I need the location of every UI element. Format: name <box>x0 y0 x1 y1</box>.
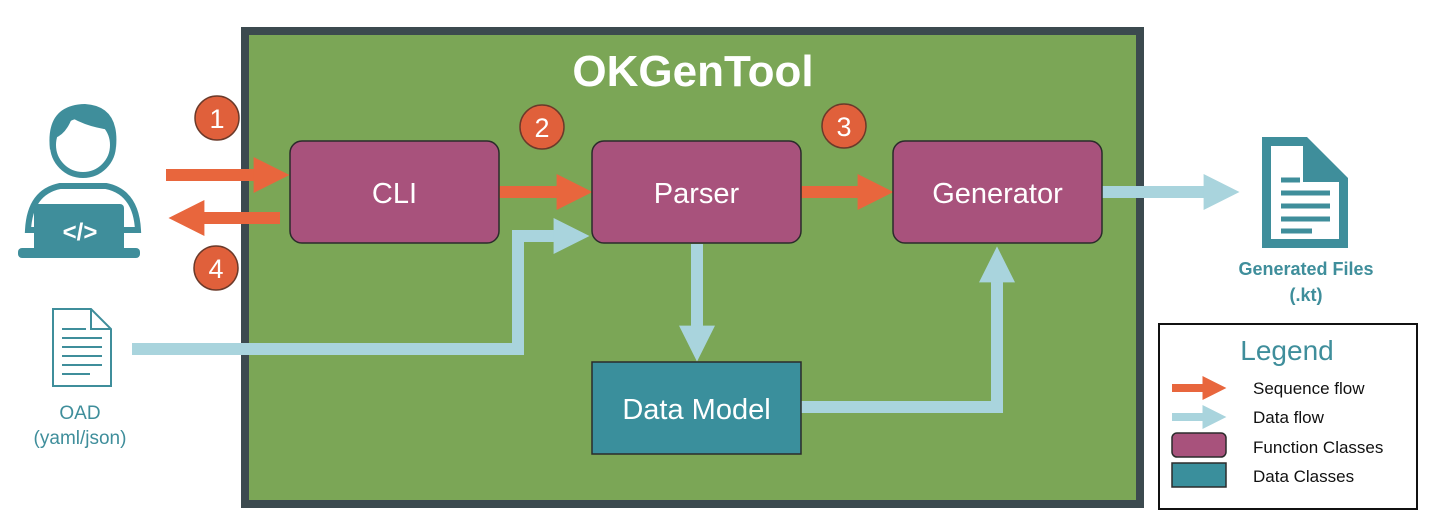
legend-item-data-flow: Data flow <box>1253 408 1325 427</box>
node-generator: Generator <box>892 140 1103 244</box>
code-glyph: </> <box>63 219 98 246</box>
container-title: OKGenTool <box>572 47 813 96</box>
legend-title: Legend <box>1240 335 1333 366</box>
output-file-label-line1: Generated Files <box>1238 259 1373 279</box>
input-document-icon <box>52 308 112 387</box>
svg-text:1: 1 <box>209 104 224 134</box>
svg-text:2: 2 <box>534 113 549 143</box>
step-badge-4: 4 <box>193 245 239 291</box>
step-badge-1: 1 <box>194 95 240 141</box>
legend-function-class-swatch <box>1171 432 1227 458</box>
legend-data-class-swatch <box>1171 462 1227 488</box>
svg-text:3: 3 <box>836 112 851 142</box>
legend-item-data-classes: Data Classes <box>1253 467 1354 486</box>
legend-item-sequence-flow: Sequence flow <box>1253 379 1365 398</box>
legend: Legend Sequence flow Data flow Function … <box>1158 323 1418 510</box>
developer-laptop-icon: </> <box>18 104 142 258</box>
input-file-label-line1: OAD <box>59 403 100 424</box>
step-badge-2: 2 <box>519 104 565 150</box>
legend-item-function-classes: Function Classes <box>1253 438 1383 457</box>
node-parser-label: Parser <box>654 178 740 210</box>
output-document-icon <box>1262 137 1348 248</box>
node-generator-label: Generator <box>932 178 1063 210</box>
node-data-model-label: Data Model <box>622 394 770 426</box>
output-file-label-line2: (.kt) <box>1290 285 1323 305</box>
node-parser: Parser <box>591 140 802 244</box>
step-badge-3: 3 <box>821 103 867 149</box>
node-data-model: Data Model <box>591 361 802 455</box>
node-cli: CLI <box>289 140 500 244</box>
data-flow-oad-to-parser <box>132 218 590 355</box>
data-flow-datamodel-to-generator <box>801 246 1015 413</box>
input-file-label-line2: (yaml/json) <box>34 428 127 449</box>
svg-text:4: 4 <box>208 254 223 284</box>
node-cli-label: CLI <box>372 178 417 210</box>
